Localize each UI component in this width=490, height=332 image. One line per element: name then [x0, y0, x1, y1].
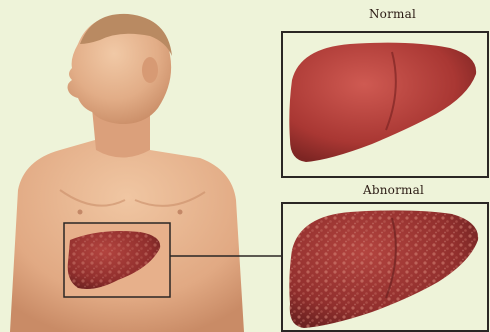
abnormal-label: Abnormal	[341, 183, 446, 197]
body-liver-inset	[64, 223, 170, 297]
abnormal-liver-panel	[282, 203, 488, 331]
normal-liver-panel	[282, 32, 488, 177]
normal-label: Normal	[355, 7, 430, 21]
ear	[142, 57, 158, 83]
